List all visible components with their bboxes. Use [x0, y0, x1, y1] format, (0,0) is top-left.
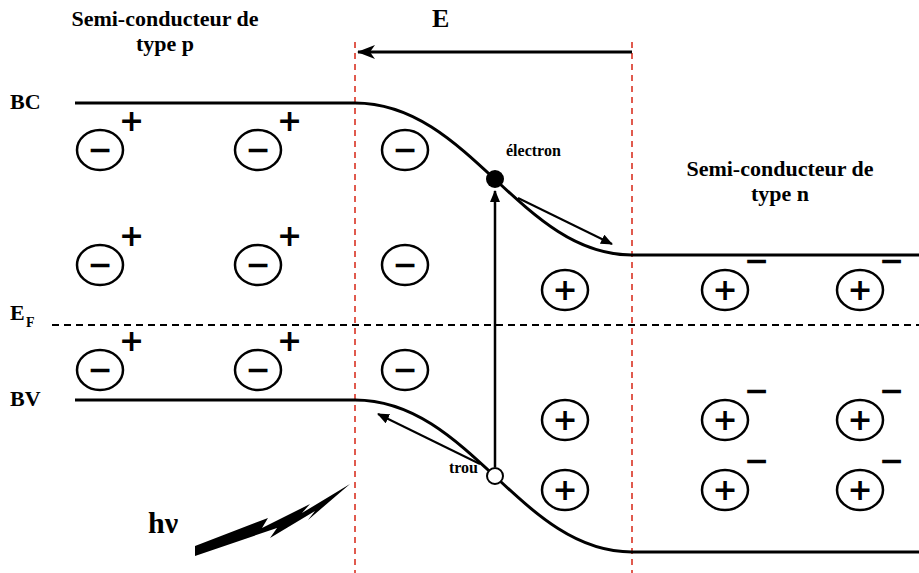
level-label: E: [10, 300, 25, 325]
band-label: BV: [10, 386, 41, 411]
ion-charge: −: [380, 243, 430, 287]
free-carrier-sign: +: [277, 326, 302, 356]
free-carrier-sign: −: [744, 376, 769, 406]
ion-charge: +: [700, 398, 750, 442]
ion-circle: −: [380, 128, 430, 172]
ion-charge: +: [835, 398, 885, 442]
ion-circle: +−: [700, 268, 750, 312]
free-carrier-sign: −: [744, 446, 769, 476]
ion-circle: +−: [835, 268, 885, 312]
free-carrier-sign: +: [119, 326, 144, 356]
carrier-label: trou: [449, 459, 478, 477]
ion-circle: +: [540, 468, 590, 512]
ion-charge: +: [700, 468, 750, 512]
ion-circle: −+: [75, 348, 125, 392]
ion-circle: +−: [700, 398, 750, 442]
excitation-arrow: [494, 191, 497, 467]
hole-drift-arrow: [378, 414, 480, 464]
ion-charge: −: [75, 348, 125, 392]
ion-circle: −+: [233, 243, 283, 287]
ion-charge: −: [75, 128, 125, 172]
region-title: Semi-conducteur de type p: [65, 6, 265, 57]
ion-charge: −: [233, 348, 283, 392]
fermi-level: [52, 324, 919, 326]
ion-charge: −: [233, 243, 283, 287]
free-carrier-sign: −: [879, 376, 904, 406]
photon-label: hν: [148, 506, 178, 541]
free-carrier-sign: +: [277, 221, 302, 251]
ion-charge: −: [75, 243, 125, 287]
ion-charge: −: [380, 348, 430, 392]
ion-circle: +−: [835, 468, 885, 512]
hole-circle: [487, 468, 503, 484]
ion-charge: −: [233, 128, 283, 172]
junction-boundary: [354, 42, 356, 573]
ion-circle: +: [540, 398, 590, 442]
ion-circle: +−: [700, 468, 750, 512]
ion-charge: +: [835, 268, 885, 312]
ion-charge: +: [835, 468, 885, 512]
ion-charge: +: [540, 268, 590, 312]
ion-circle: −: [380, 243, 430, 287]
ion-circle: −+: [233, 128, 283, 172]
ion-circle: −: [380, 348, 430, 392]
ion-charge: −: [380, 128, 430, 172]
field-arrow: [358, 51, 632, 54]
valence-band: [75, 400, 919, 552]
ion-circle: −+: [75, 128, 125, 172]
ion-circle: +: [540, 268, 590, 312]
conduction-band: [75, 103, 919, 255]
junction-boundary: [631, 42, 633, 573]
free-carrier-sign: +: [119, 221, 144, 251]
free-carrier-sign: −: [744, 246, 769, 276]
field-label: E: [432, 4, 449, 34]
band-label: BC: [10, 89, 41, 114]
region-title: Semi-conducteur de type n: [680, 156, 880, 207]
ion-circle: −+: [233, 348, 283, 392]
ion-circle: −+: [75, 243, 125, 287]
ion-charge: +: [540, 398, 590, 442]
ion-charge: +: [700, 268, 750, 312]
light-bolt: [195, 484, 350, 556]
ion-circle: +−: [835, 398, 885, 442]
carrier-label: électron: [506, 142, 561, 160]
free-carrier-sign: +: [277, 106, 302, 136]
level-subscript: F: [26, 315, 35, 331]
free-carrier-sign: +: [119, 106, 144, 136]
ion-charge: +: [540, 468, 590, 512]
free-carrier-sign: −: [879, 246, 904, 276]
electron-dot: [486, 170, 504, 188]
electron-drift-arrow: [518, 198, 612, 244]
free-carrier-sign: −: [879, 446, 904, 476]
